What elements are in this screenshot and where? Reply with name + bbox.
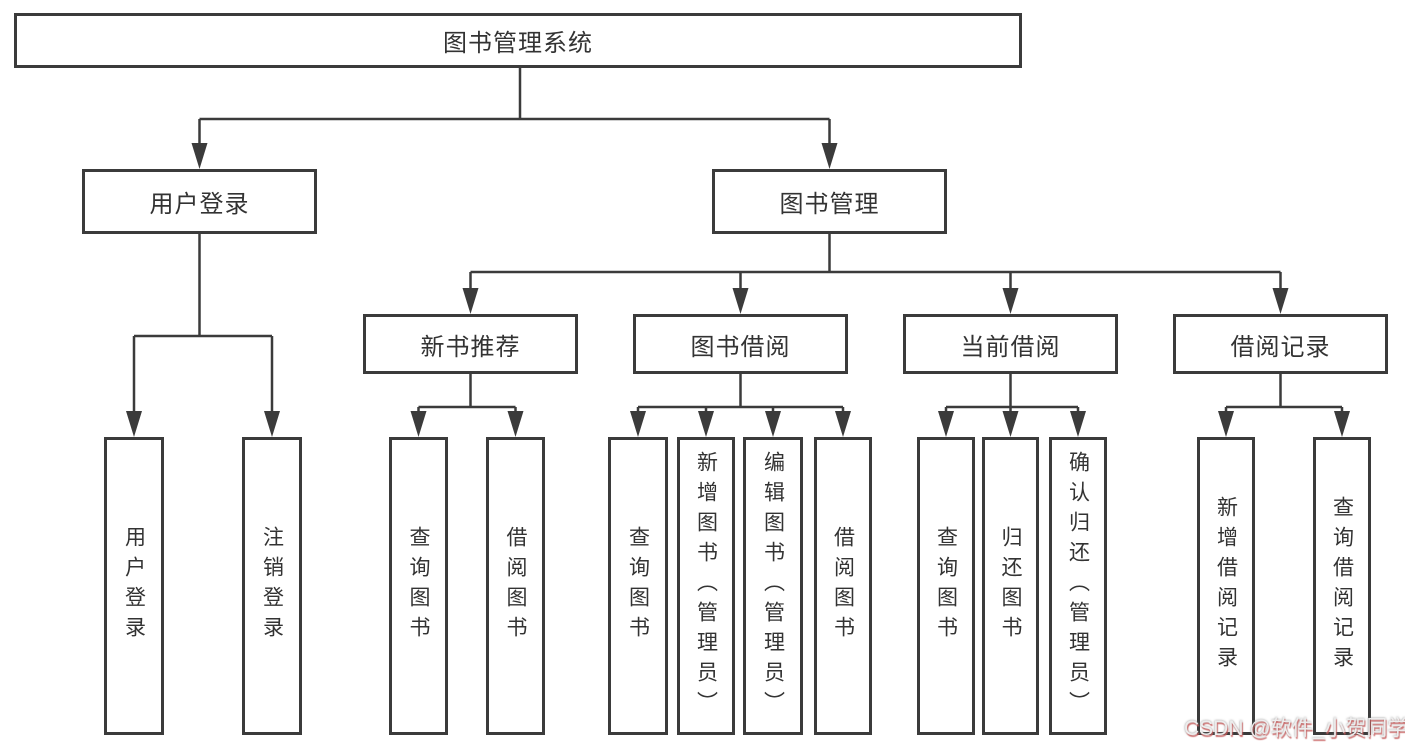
node-root-label: 图书管理系统: [443, 30, 593, 57]
connector-root-to-level2: [191, 68, 838, 169]
csdn-watermark: CSDN @软件_小贺同学: [1184, 717, 1405, 740]
node-leaf-cb-confirm-return-admin: 确认归还（管理员）: [1049, 437, 1107, 735]
node-new-book-rec-label: 新书推荐: [420, 333, 521, 361]
connector-borrow-records-to-leaves: [1218, 374, 1350, 437]
node-current-borrow-label: 当前借阅: [960, 333, 1061, 361]
connector-book-mgmt-to-level3: [462, 234, 1289, 314]
node-borrow-records-label: 借阅记录: [1230, 333, 1331, 361]
node-borrow-records: 借阅记录: [1173, 314, 1388, 374]
node-user-login-label: 用户登录: [149, 191, 250, 218]
connector-book-borrow-to-leaves: [630, 374, 851, 437]
node-book-mgmt: 图书管理: [712, 169, 947, 234]
node-book-borrow-label: 图书借阅: [690, 333, 791, 361]
node-current-borrow: 当前借阅: [903, 314, 1118, 374]
node-leaf-bb-query-books: 查询图书: [608, 437, 668, 735]
node-leaf-user-login: 用户登录: [104, 437, 164, 735]
connector-user-login-to-leaves: [126, 234, 280, 437]
node-user-login: 用户登录: [82, 169, 317, 234]
node-leaf-bb-add-books-admin: 新增图书（管理员）: [677, 437, 735, 735]
node-leaf-cb-return-books: 归还图书: [982, 437, 1039, 735]
node-book-borrow: 图书借阅: [633, 314, 848, 374]
node-leaf-nb-query-books: 查询图书: [389, 437, 448, 735]
connector-new-book-rec-to-leaves: [410, 374, 524, 437]
node-leaf-bb-edit-books-admin: 编辑图书（管理员）: [743, 437, 803, 735]
node-leaf-br-query-record: 查询借阅记录: [1313, 437, 1371, 735]
node-leaf-logout: 注销登录: [242, 437, 302, 735]
node-root: 图书管理系统: [14, 13, 1022, 68]
node-leaf-br-add-record: 新增借阅记录: [1197, 437, 1255, 735]
node-leaf-nb-borrow-books: 借阅图书: [486, 437, 545, 735]
node-leaf-bb-borrow-books: 借阅图书: [814, 437, 872, 735]
connector-current-borrow-to-leaves: [938, 374, 1086, 437]
node-book-mgmt-label: 图书管理: [779, 191, 880, 218]
node-leaf-cb-query-books: 查询图书: [917, 437, 975, 735]
node-new-book-rec: 新书推荐: [363, 314, 578, 374]
